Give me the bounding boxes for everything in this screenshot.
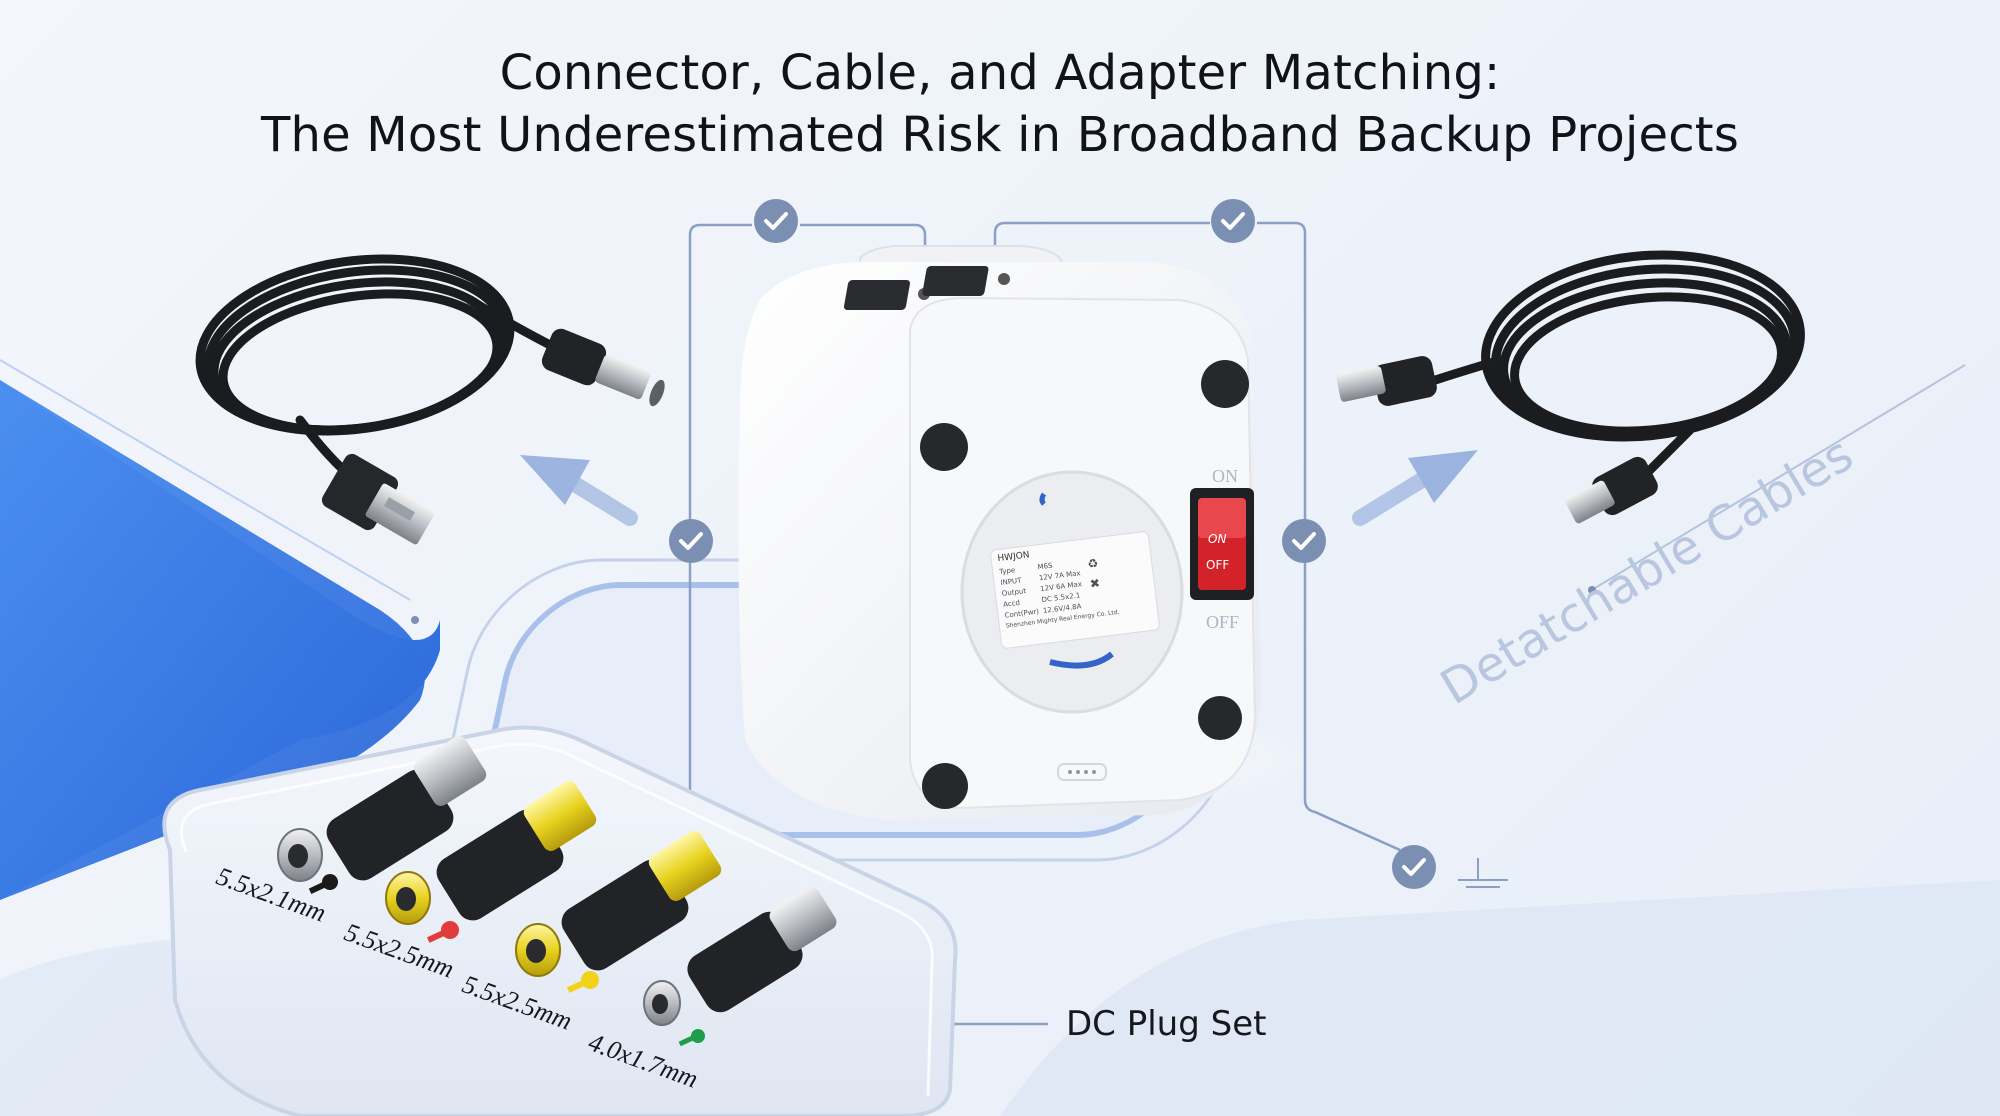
switch-on-label: ON — [1208, 532, 1227, 546]
arrow-icon-left — [520, 455, 638, 526]
check-icon — [754, 199, 798, 243]
label-row: Output — [1001, 586, 1027, 598]
plug-adapter-1 — [277, 736, 487, 882]
label-row: Cont(Pwr) — [1004, 607, 1040, 620]
check-icon — [1211, 199, 1255, 243]
label-row: Accd — [1002, 598, 1021, 609]
title-line-2: The Most Underestimated Risk in Broadban… — [260, 107, 1740, 163]
key-icon-4 — [678, 1029, 705, 1047]
switch-on-outer-label: ON — [1212, 466, 1238, 486]
key-icon-2 — [426, 921, 459, 943]
plug-adapter-3 — [515, 831, 722, 977]
dc-plug-set-label: DC Plug Set — [1066, 1004, 1267, 1044]
check-icon — [669, 519, 713, 563]
ups-device — [738, 245, 1262, 820]
bg-panel-right — [1000, 880, 2000, 1116]
key-icon-1 — [308, 874, 338, 895]
label-row: Type — [998, 566, 1016, 577]
switch-off-label: OFF — [1206, 558, 1230, 572]
bin-icon: ✖ — [1089, 575, 1101, 592]
check-icon — [1282, 519, 1326, 563]
usb-cable-icon — [195, 254, 665, 545]
recycle-icon: ♻ — [1086, 556, 1100, 572]
dc-cable-icon — [1336, 250, 1805, 524]
title-line-1: Connector, Cable, and Adapter Matching: — [499, 45, 1501, 101]
rating-label: HWJON Type INPUT Output Accd Cont(Pwr) M… — [989, 530, 1161, 650]
page-title: Connector, Cable, and Adapter Matching: … — [0, 42, 2000, 166]
label-row: INPUT — [1000, 576, 1022, 587]
switch-off-outer-label: OFF — [1206, 612, 1240, 632]
plug-adapter-4 — [643, 886, 837, 1026]
plug-adapter-2 — [385, 781, 597, 925]
check-icon — [1392, 845, 1436, 889]
key-icon-3 — [566, 971, 599, 993]
arrow-icon-right — [1352, 450, 1478, 526]
